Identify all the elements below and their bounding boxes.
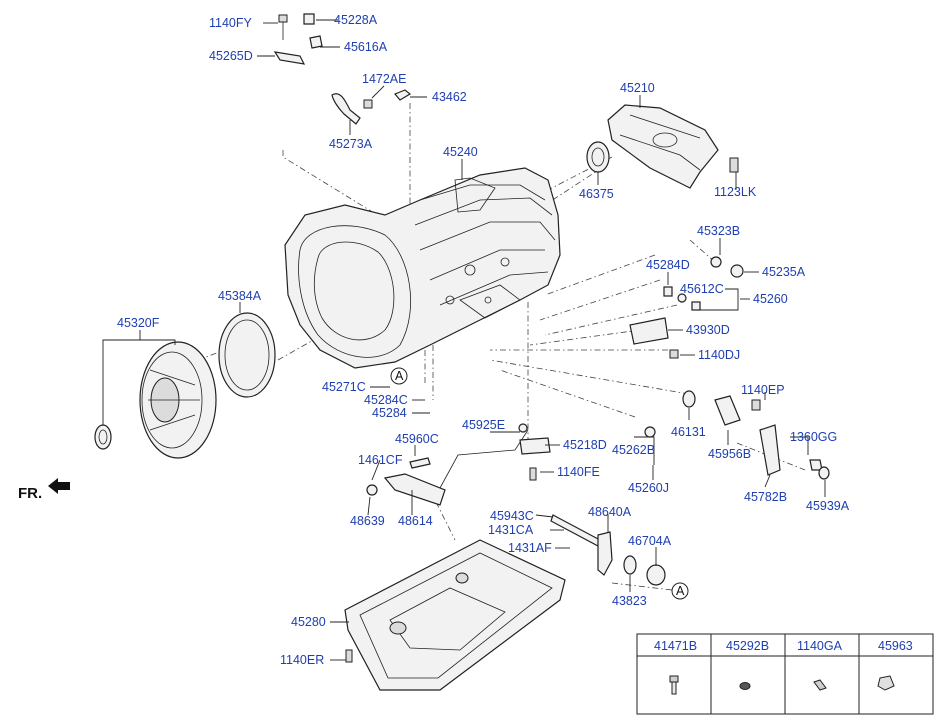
callout-45273a[interactable]: 45273A	[329, 137, 373, 151]
oil-pan	[344, 539, 566, 691]
transmission-housing	[284, 167, 561, 369]
callout-45284[interactable]: 45284	[372, 406, 407, 420]
callout-45240[interactable]: 45240	[443, 145, 478, 159]
table-header-3: 1140GA	[797, 639, 843, 653]
callout-45235a[interactable]: 45235A	[762, 265, 806, 279]
callout-46704a[interactable]: 46704A	[628, 534, 672, 548]
callout-45265d[interactable]: 45265D	[209, 49, 253, 63]
callout-45218d[interactable]: 45218D	[563, 438, 607, 452]
callout-43930d[interactable]: 43930D	[686, 323, 730, 337]
callout-45210[interactable]: 45210	[620, 81, 655, 95]
callout-45960c[interactable]: 45960C	[395, 432, 439, 446]
callout-1123lk[interactable]: 1123LK	[714, 185, 757, 199]
callout-43823[interactable]: 43823	[612, 594, 647, 608]
front-arrow-icon	[48, 478, 70, 494]
callout-1431ca[interactable]: 1431CA	[488, 523, 534, 537]
shift-linkage	[366, 423, 666, 586]
callout-45956b[interactable]: 45956B	[708, 447, 751, 461]
bolt-icon	[669, 675, 679, 695]
callout-45260j[interactable]: 45260J	[628, 481, 669, 495]
callout-45384a[interactable]: 45384A	[218, 289, 262, 303]
leader-lines	[102, 19, 826, 661]
callout-1140fy[interactable]: 1140FY	[209, 16, 253, 30]
callout-48640a[interactable]: 48640A	[588, 505, 632, 519]
callout-45320f[interactable]: 45320F	[117, 316, 160, 330]
callout-45612c[interactable]: 45612C	[680, 282, 724, 296]
callout-45262b[interactable]: 45262B	[612, 443, 655, 457]
assembly-dash-lines	[197, 103, 806, 591]
callout-46131[interactable]: 46131	[671, 425, 706, 439]
table-header-1: 41471B	[654, 639, 697, 653]
callout-45271c[interactable]: 45271C	[322, 380, 366, 394]
screw-icon	[813, 679, 827, 691]
converter-housing-gasket	[218, 312, 276, 398]
mount-bracket	[607, 104, 739, 189]
oil-seal-46375	[586, 141, 610, 173]
callout-45939a[interactable]: 45939A	[806, 499, 850, 513]
callout-45925e[interactable]: 45925E	[462, 418, 505, 432]
callout-1431af[interactable]: 1431AF	[508, 541, 552, 555]
callout-45943c[interactable]: 45943C	[490, 509, 534, 523]
callout-1472ae[interactable]: 1472AE	[362, 72, 406, 86]
table-header-2: 45292B	[726, 639, 769, 653]
callout-1140ep[interactable]: 1140EP	[741, 383, 785, 397]
callout-1360gg[interactable]: 1360GG	[790, 430, 837, 444]
callout-43462[interactable]: 43462	[432, 90, 467, 104]
callout-45280[interactable]: 45280	[291, 615, 326, 629]
callout-45284c[interactable]: 45284C	[364, 393, 408, 407]
callout-1140fe[interactable]: 1140FE	[557, 465, 600, 479]
right-side-parts	[629, 256, 830, 480]
torque-converter	[94, 341, 217, 459]
callout-45228a[interactable]: 45228A	[334, 13, 378, 27]
clip-icon	[877, 675, 895, 691]
callout-45260[interactable]: 45260	[753, 292, 788, 306]
callout-46375[interactable]: 46375	[579, 187, 614, 201]
callout-45782b[interactable]: 45782B	[744, 490, 787, 504]
reference-marker-1-label: A	[395, 369, 404, 383]
table-header-4: 45963	[878, 639, 913, 653]
callout-1461cf[interactable]: 1461CF	[358, 453, 403, 467]
washer-icon	[739, 682, 751, 690]
front-label: FR.	[18, 485, 42, 502]
part-callouts: 1140FY 45228A 45616A 45265D 1472AE 43462…	[117, 13, 850, 667]
breather-parts	[273, 13, 412, 125]
callout-1140er[interactable]: 1140ER	[280, 653, 324, 667]
callout-45616a[interactable]: 45616A	[344, 40, 388, 54]
front-direction-indicator: FR.	[18, 478, 70, 502]
callout-48639[interactable]: 48639	[350, 514, 385, 528]
callout-45323b[interactable]: 45323B	[697, 224, 740, 238]
reference-marker-2: A	[671, 582, 689, 600]
reference-marker-2-label: A	[676, 584, 685, 598]
callout-48614[interactable]: 48614	[398, 514, 433, 528]
reference-marker-1: A	[390, 367, 408, 385]
callout-1140dj[interactable]: 1140DJ	[698, 348, 740, 362]
callout-45284d[interactable]: 45284D	[646, 258, 690, 272]
parts-table: 41471B 45292B 1140GA 45963	[636, 633, 934, 715]
